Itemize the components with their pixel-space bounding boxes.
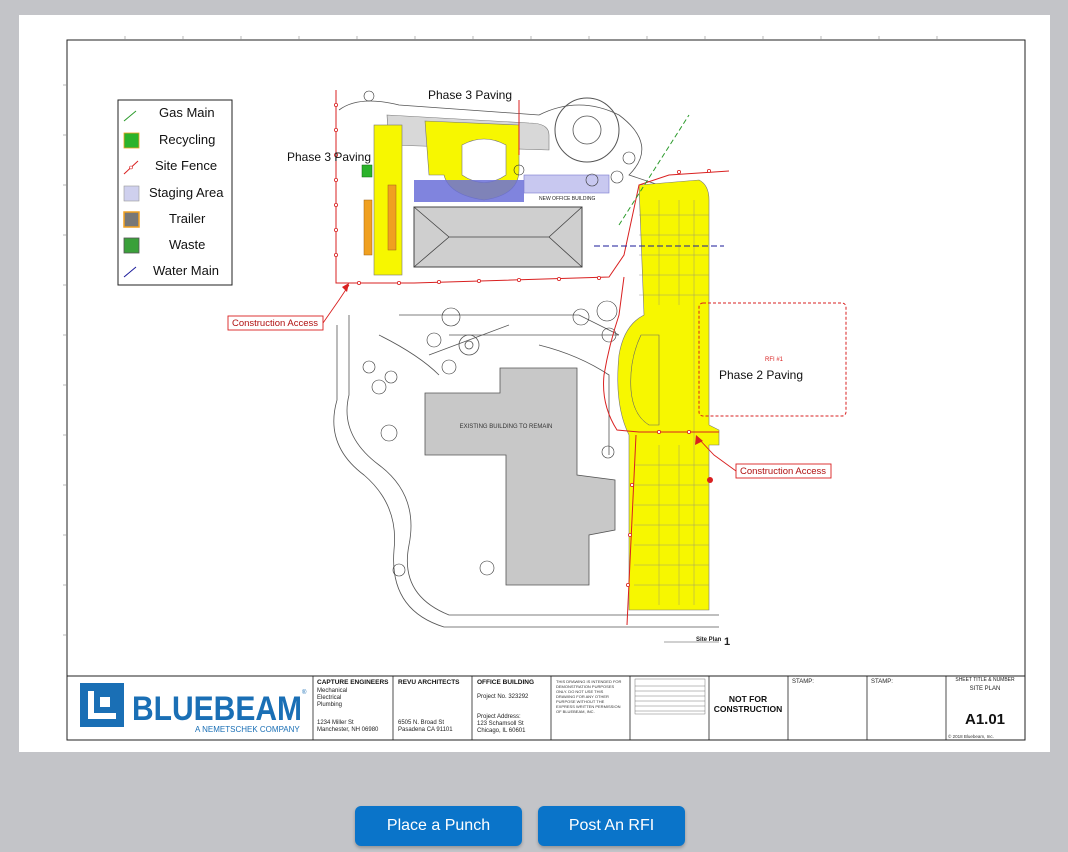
- disclaimer-line: THIS DRAWING IS INTENDED FOR: [556, 679, 622, 684]
- phase2-paving-label: Phase 2 Paving: [719, 368, 803, 382]
- revu-addr1: 6505 N. Broad St: [398, 720, 444, 726]
- sheet-border: [66, 39, 1026, 741]
- phase2-paving-area[interactable]: [698, 302, 847, 417]
- water-main-line-icon: [123, 266, 137, 278]
- recycling-box: [361, 164, 373, 178]
- disclaimer-line: EXPRESS WRITTEN PERMISSION: [556, 704, 621, 709]
- sheet-title-label: SHEET TITLE & NUMBER: [955, 677, 1015, 683]
- phase3-paving-label-left: Phase 3 Paving: [287, 150, 371, 164]
- parking-stalls: [634, 200, 709, 605]
- legend-trailer: Trailer: [169, 211, 206, 226]
- legend-staging-area: Staging Area: [149, 185, 224, 200]
- logo-wordmark: BLUEBEAM: [132, 690, 302, 728]
- staging-area: [414, 174, 610, 202]
- capture-addr1: 1234 Miller St: [317, 720, 354, 726]
- roundabout: [458, 334, 480, 356]
- sheet-title: SITE PLAN: [970, 686, 1001, 692]
- site-plan-label: Site Plan: [696, 637, 722, 643]
- construction-access-right-callout[interactable]: Construction Access: [695, 435, 832, 479]
- trailer-box-icon: [123, 211, 140, 228]
- new-office-label: NEW OFFICE BUILDING: [539, 196, 596, 202]
- waste-box-icon: [123, 237, 140, 254]
- site-plan-drawing[interactable]: EXISTING BUILDING TO REMAIN: [19, 15, 1050, 752]
- disclaimer-line: DEMONSTRATION PURPOSES: [556, 684, 614, 689]
- office-building-name: OFFICE BUILDING: [477, 679, 534, 686]
- site-fence-line-icon: [123, 160, 139, 175]
- site-plan-caption: Site Plan 1: [664, 636, 730, 648]
- site-fence-posts: [333, 103, 712, 588]
- construction-access-right-label: Construction Access: [740, 466, 826, 477]
- place-a-punch-button[interactable]: Place a Punch: [355, 806, 522, 846]
- gas-main-line-icon: [123, 110, 137, 122]
- top-grid-ticks: [124, 36, 938, 40]
- existing-building-label: EXISTING BUILDING TO REMAIN: [460, 424, 553, 430]
- legend-site-fence: Site Fence: [155, 158, 217, 173]
- project-number: Project No. 323292: [477, 694, 529, 700]
- legend-recycling: Recycling: [159, 132, 215, 147]
- phase3-paving-label-top: Phase 3 Paving: [428, 88, 512, 102]
- project-address-label: Project Address:: [477, 714, 521, 720]
- revu-addr2: Pasadena CA 91101: [398, 727, 453, 733]
- sheet-number: A1.01: [965, 711, 1005, 728]
- logo-subtitle: A NEMETSCHEK COMPANY: [195, 725, 300, 734]
- capture-line3: Plumbing: [317, 702, 342, 708]
- legend-gas-main: Gas Main: [159, 105, 215, 120]
- stamp-label-1: STAMP:: [792, 679, 814, 685]
- not-for-construction-line2: CONSTRUCTION: [714, 704, 782, 714]
- legend-water-main: Water Main: [153, 263, 219, 278]
- new-office-building: [413, 206, 583, 268]
- gas-main: [618, 114, 690, 226]
- disclaimer-line: ONLY. DO NOT USE THIS: [556, 689, 604, 694]
- capture-addr2: Manchester, NH 06980: [317, 727, 379, 733]
- post-an-rfi-button[interactable]: Post An RFI: [538, 806, 685, 846]
- revu-architects-name: REVU ARCHITECTS: [398, 679, 460, 686]
- capture-line1: Mechanical: [317, 688, 347, 694]
- project-addr1: 123 Schamsoll St: [477, 721, 524, 727]
- staging-area-box-icon: [123, 185, 140, 202]
- logo-registered-mark: ®: [302, 689, 307, 696]
- left-grid-ticks: [63, 84, 67, 636]
- east-parking-paving: [617, 179, 720, 611]
- trees: [362, 90, 636, 577]
- existing-building: [424, 367, 616, 586]
- cul-de-sac: [554, 97, 620, 163]
- legend: Gas Main Recycling Site Fence Staging Ar…: [117, 99, 233, 286]
- site-plan-number: 1: [724, 636, 730, 648]
- title-block: BLUEBEAM ® A NEMETSCHEK COMPANY CAPTURE …: [67, 675, 1025, 740]
- disclaimer-line: DRAWING FOR ANY OTHER: [556, 694, 609, 699]
- legend-waste: Waste: [169, 237, 205, 252]
- revision-table: [634, 678, 706, 715]
- project-addr2: Chicago, IL 60601: [477, 728, 526, 734]
- disclaimer-line: OF BLUEBEAM, INC.: [556, 709, 595, 714]
- construction-access-left-callout[interactable]: Construction Access: [227, 283, 350, 331]
- construction-access-left-label: Construction Access: [232, 318, 318, 329]
- drawing-sheet: EXISTING BUILDING TO REMAIN: [19, 15, 1050, 752]
- capture-line2: Electrical: [317, 695, 341, 701]
- bluebeam-logo: BLUEBEAM ® A NEMETSCHEK COMPANY: [80, 683, 307, 734]
- not-for-construction-line1: NOT FOR: [729, 694, 767, 704]
- rfi-tag[interactable]: RFI #1: [765, 357, 784, 363]
- disclaimer-line: PURPOSE WITHOUT THE: [556, 699, 605, 704]
- punch-marker[interactable]: [707, 477, 713, 483]
- copyright: © 2018 Bluebeam, Inc.: [948, 733, 994, 739]
- recycling-box-icon: [123, 132, 140, 149]
- capture-engineers-name: CAPTURE ENGINEERS: [317, 679, 389, 686]
- stamp-label-2: STAMP:: [871, 679, 893, 685]
